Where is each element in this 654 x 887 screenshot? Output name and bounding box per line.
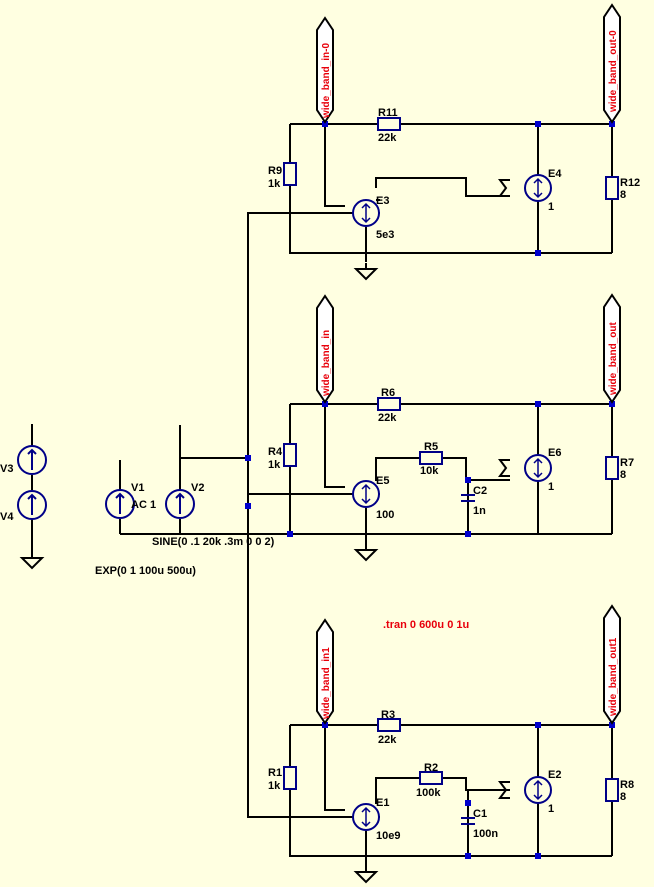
value-R2: 100k (416, 787, 441, 799)
label-R6: R6 (381, 387, 395, 399)
ground-symbol-e2 (498, 781, 510, 799)
value-V1: AC 1 (131, 499, 156, 511)
netlabel-wide-band-in-0: wide_band_in-0 (321, 43, 332, 119)
netlabel-flag-out (603, 293, 621, 404)
label-V3: V3 (0, 463, 13, 475)
stage-bottom: wide_band_in1 wide_band_out1 R3 22k R1 1… (247, 534, 634, 883)
value-E3: 5e3 (376, 229, 394, 241)
resistor-R9[interactable] (283, 162, 297, 186)
voltage-source-V4[interactable] (17, 490, 47, 520)
resistor-R8[interactable] (605, 778, 619, 802)
resistor-R11[interactable] (377, 117, 401, 131)
value-R3: 22k (378, 734, 397, 746)
netlabel-wide-band-out: wide_band_out (608, 322, 619, 396)
value-R6: 22k (378, 412, 397, 424)
voltage-source-V3[interactable] (17, 445, 47, 475)
label-R3: R3 (381, 709, 395, 721)
spice-directive-tran[interactable]: .tran 0 600u 0 1u (383, 619, 469, 631)
value-R9: 1k (268, 178, 281, 190)
netlabel-flag-out0 (603, 3, 621, 124)
voltage-source-V2[interactable] (165, 489, 195, 519)
ground-symbol-v4 (21, 551, 43, 569)
value-R4: 1k (268, 459, 281, 471)
value-E4: 1 (548, 201, 554, 213)
ground-symbol-bottom (355, 865, 377, 883)
value-R8: 8 (620, 791, 626, 803)
exp-source-spec: EXP(0 1 100u 500u) (95, 565, 196, 577)
ground-symbol-top (355, 262, 377, 280)
resistor-R7[interactable] (605, 456, 619, 480)
label-C2: C2 (473, 485, 487, 497)
sources: V3 V4 V1 AC 1 V2 SINE(0 .1 20k .3m 0 0 2… (0, 424, 275, 577)
value-C2: 1n (473, 505, 486, 517)
value-E5: 100 (376, 509, 394, 521)
label-R12: R12 (620, 177, 640, 189)
netlabel-wide-band-out1: wide_band_out1 (608, 637, 619, 717)
voltage-source-V1[interactable] (105, 489, 135, 519)
ground-symbol-middle (355, 543, 377, 561)
stage-middle: wide_band_in wide_band_out R6 22k R4 1k … (120, 293, 634, 561)
resistor-R4[interactable] (283, 443, 297, 467)
label-R2: R2 (424, 762, 438, 774)
sine-source-spec: SINE(0 .1 20k .3m 0 0 2) (152, 536, 275, 548)
label-R1: R1 (268, 767, 282, 779)
label-R5: R5 (424, 441, 438, 453)
label-R11: R11 (378, 107, 398, 119)
ground-symbol-e4-top (498, 179, 510, 197)
netlabel-flag-out1 (603, 604, 621, 725)
value-R5: 10k (420, 465, 439, 477)
label-R8: R8 (620, 779, 634, 791)
stage-top: wide_band_in-0 wide_band_out-0 R11 22k R… (247, 3, 640, 534)
netlabel-wide-band-in1: wide_band_in1 (321, 647, 332, 720)
label-E4: E4 (548, 168, 562, 180)
label-R7: R7 (620, 457, 634, 469)
value-E2: 1 (548, 803, 554, 815)
label-V1: V1 (131, 482, 144, 494)
label-E1: E1 (376, 797, 389, 809)
label-R4: R4 (268, 446, 283, 458)
label-E5: E5 (376, 475, 389, 487)
ground-symbol-e6 (498, 459, 510, 477)
label-V2: V2 (191, 482, 204, 494)
value-R12: 8 (620, 189, 626, 201)
value-E6: 1 (548, 481, 554, 493)
value-C1: 100n (473, 828, 498, 840)
resistor-R6[interactable] (377, 397, 401, 411)
netlabel-flag-in0 (316, 16, 334, 124)
value-E1: 10e9 (376, 830, 400, 842)
value-R1: 1k (268, 780, 281, 792)
value-R11: 22k (378, 132, 397, 144)
netlabel-flag-in1 (316, 618, 334, 725)
value-R7: 8 (620, 469, 626, 481)
netlabel-flag-in (316, 294, 334, 404)
resistor-R12[interactable] (605, 176, 619, 200)
label-V4: V4 (0, 511, 14, 523)
netlabel-wide-band-out-0: wide_band_out-0 (608, 30, 619, 113)
resistor-R1[interactable] (283, 766, 297, 790)
label-E6: E6 (548, 447, 561, 459)
netlabel-wide-band-in: wide_band_in (321, 330, 332, 397)
label-R9: R9 (268, 165, 282, 177)
resistor-R5[interactable] (419, 451, 443, 465)
label-E3: E3 (376, 195, 389, 207)
label-C1: C1 (473, 808, 487, 820)
label-E2: E2 (548, 769, 561, 781)
